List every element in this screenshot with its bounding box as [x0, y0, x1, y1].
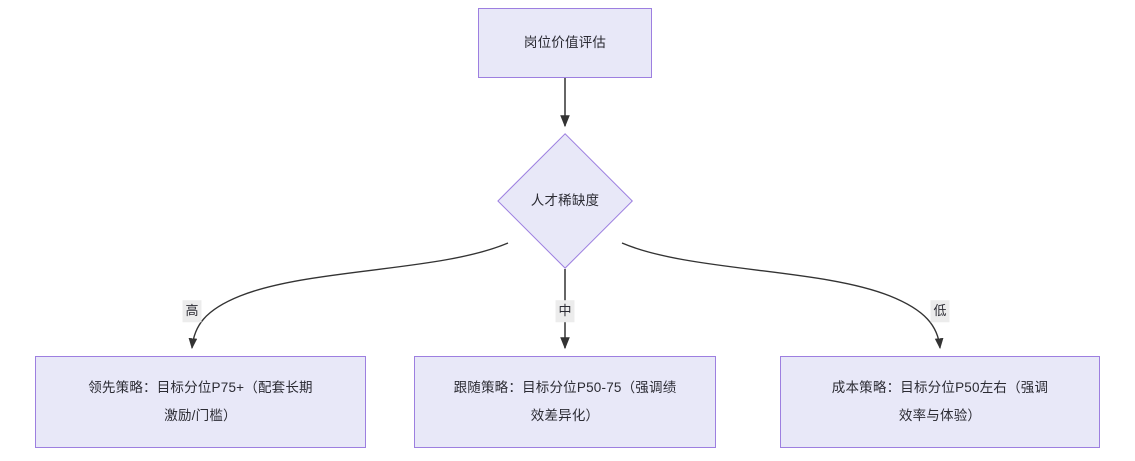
node-lead-strategy-label: 领先策略：目标分位P75+（配套长期 激励/门槛） — [88, 380, 313, 423]
edge-decision-to-lead — [188, 242, 509, 350]
node-lead-strategy[interactable]: 领先策略：目标分位P75+（配套长期 激励/门槛） — [35, 356, 366, 448]
edge-label-mid: 中 — [555, 300, 575, 322]
node-decision-label: 人才稀缺度 — [530, 192, 600, 208]
node-decision[interactable]: 人才稀缺度 — [496, 132, 634, 270]
node-root-label: 岗位价值评估 — [523, 35, 607, 51]
edge-label-high: 高 — [182, 300, 202, 322]
node-cost-strategy[interactable]: 成本策略：目标分位P50左右（强调 效率与体验） — [780, 356, 1100, 448]
node-follow-strategy[interactable]: 跟随策略：目标分位P50-75（强调绩 效差异化） — [414, 356, 716, 448]
edge-decision-to-cost — [621, 242, 944, 350]
node-follow-strategy-label: 跟随策略：目标分位P50-75（强调绩 效差异化） — [453, 380, 677, 423]
edge-label-low: 低 — [930, 300, 950, 322]
node-root[interactable]: 岗位价值评估 — [478, 8, 652, 78]
node-cost-strategy-label: 成本策略：目标分位P50左右（强调 效率与体验） — [831, 380, 1049, 423]
